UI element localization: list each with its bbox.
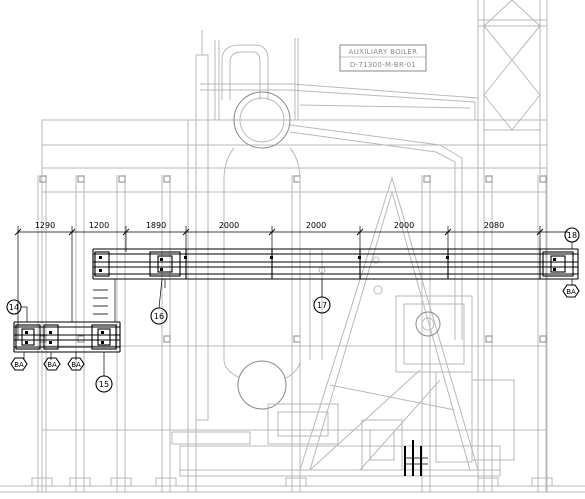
support-tag-ba-2-label: BA (47, 361, 57, 369)
callout-14-label: 14 (9, 303, 19, 312)
support-tag-ba-1: BA (10, 357, 28, 371)
support-tag-ba-3: BA (67, 357, 85, 371)
dim-6: 2000 (394, 221, 414, 230)
callout-14: 14 (6, 299, 28, 322)
support-tag-ba-1-label: BA (14, 361, 24, 369)
callout-17: 17 (313, 279, 331, 314)
callouts: 14 15 16 17 18 (6, 227, 580, 393)
callout-18: 18 (564, 227, 580, 249)
dim-5: 2000 (306, 221, 326, 230)
dim-7: 2080 (484, 221, 504, 230)
callout-16-label: 16 (154, 312, 164, 321)
upper-pipe-run (92, 248, 579, 322)
dim-1: 1290 (35, 221, 55, 230)
callout-15-label: 15 (99, 380, 109, 389)
dimension-line: 1290 1200 1890 2000 2000 2000 2080 (14, 221, 568, 340)
support-tag-ba-right: BA (562, 279, 580, 298)
title-box-line2: D-71300-M-BR-01 (350, 61, 416, 69)
callout-17-label: 17 (317, 301, 327, 310)
dim-4: 2000 (219, 221, 239, 230)
title-box-line1: AUXILIARY BOILER (349, 48, 418, 56)
support-tags: BA BA BA BA (10, 279, 580, 371)
dim-2: 1200 (89, 221, 109, 230)
title-box: AUXILIARY BOILER D-71300-M-BR-01 (339, 44, 427, 72)
support-tag-ba-2: BA (43, 357, 61, 371)
callout-15: 15 (95, 375, 113, 393)
support-tag-ba-right-label: BA (566, 288, 576, 296)
support-tag-ba-3-label: BA (71, 361, 81, 369)
dim-3: 1890 (146, 221, 166, 230)
callout-18-label: 18 (567, 231, 577, 240)
callout-16: 16 (150, 278, 168, 325)
lower-pipe-run (13, 321, 121, 376)
